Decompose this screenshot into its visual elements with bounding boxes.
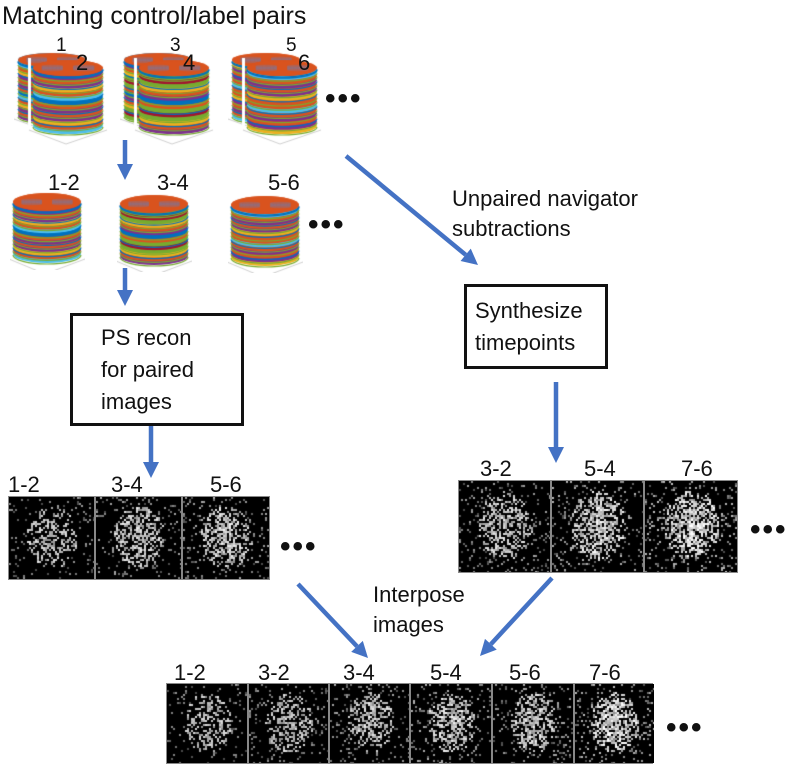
arrow-shaft — [296, 582, 359, 648]
arrow-synth-images-to-interposed — [480, 576, 554, 656]
synth-image-label: 3-2 — [480, 456, 512, 481]
paired-stack-label: 3-4 — [157, 170, 189, 195]
brain-image — [459, 481, 550, 572]
paired-images-strip — [8, 496, 270, 580]
paired-stack-label: 5-6 — [268, 170, 300, 195]
arrow-head — [117, 290, 133, 306]
brain-image — [575, 684, 654, 763]
stack-pair-1-2: 1 2 — [14, 35, 124, 148]
paired-image-label: 3-4 — [111, 472, 143, 497]
stack-icon — [10, 190, 85, 270]
brain-image — [552, 481, 643, 572]
front-label: 6 — [298, 50, 311, 75]
brain-image — [167, 684, 247, 763]
arrow-paired-to-recon — [117, 268, 133, 306]
brain-image — [493, 684, 573, 763]
brain-image — [330, 684, 409, 763]
arrow-head — [548, 447, 564, 463]
ellipsis: ••• — [280, 530, 318, 563]
stack-pair-3-4: 3 4 — [120, 35, 230, 148]
arrow-head — [117, 164, 133, 180]
arrow-top-to-paired — [117, 140, 133, 180]
interposed-image-label: 1-2 — [174, 660, 206, 685]
ellipsis: ••• — [750, 513, 788, 546]
synthesize-box: Synthesize timepoints — [464, 284, 608, 369]
interposed-image-label: 7-6 — [589, 660, 621, 685]
stack-icon — [14, 38, 124, 148]
front-label: 4 — [183, 50, 196, 75]
brain-image — [9, 497, 94, 579]
synth-image-label: 7-6 — [681, 456, 713, 481]
ps-recon-box: PS recon for paired images — [70, 313, 244, 426]
arrow-shaft — [489, 576, 554, 646]
back-label: 3 — [170, 35, 181, 56]
paired-image-label: 1-2 — [8, 472, 40, 497]
arrow-synthesize-to-images — [548, 382, 564, 463]
arrow-head — [351, 640, 368, 658]
stack-icon — [120, 38, 230, 148]
front-label: 2 — [76, 50, 89, 75]
stack-icon — [228, 193, 303, 273]
stack-paired-5-6 — [228, 193, 303, 273]
arrow-shaft — [344, 154, 468, 257]
note-unpaired-subtractions: Unpaired navigator subtractions — [452, 186, 638, 241]
back-label: 1 — [56, 35, 67, 56]
ellipsis: ••• — [308, 208, 346, 241]
interposed-image-label: 3-4 — [343, 660, 375, 685]
ellipsis: ••• — [666, 711, 704, 744]
interposed-images-strip — [166, 683, 654, 764]
interposed-image-label: 5-4 — [430, 660, 462, 685]
arrow-head — [460, 248, 478, 265]
back-label: 5 — [286, 35, 297, 56]
note-interpose-images: Interpose images — [373, 582, 465, 637]
stack-paired-3-4 — [117, 192, 192, 272]
diagram-title: Matching control/label pairs — [2, 2, 307, 30]
stack-paired-1-2 — [10, 190, 85, 270]
brain-image — [645, 481, 737, 572]
stack-pair-5-6: 5 6 — [228, 35, 338, 148]
brain-image — [96, 497, 181, 579]
brain-image — [183, 497, 269, 579]
arrow-to-synthesize — [344, 154, 478, 265]
arrow-head — [143, 462, 159, 478]
ellipsis: ••• — [325, 82, 363, 115]
stack-icon — [117, 192, 192, 272]
arrow-paired-images-to-interposed — [296, 582, 368, 658]
brain-image — [249, 684, 328, 763]
brain-image — [411, 684, 491, 763]
synth-image-label: 5-4 — [584, 456, 616, 481]
paired-image-label: 5-6 — [210, 472, 242, 497]
interposed-image-label: 5-6 — [509, 660, 541, 685]
arrow-head — [480, 638, 497, 656]
interposed-image-label: 3-2 — [258, 660, 290, 685]
stack-icon — [228, 38, 338, 148]
paired-stack-label: 1-2 — [48, 170, 80, 195]
arrow-recon-to-images — [143, 426, 159, 478]
synth-images-strip — [458, 480, 738, 573]
